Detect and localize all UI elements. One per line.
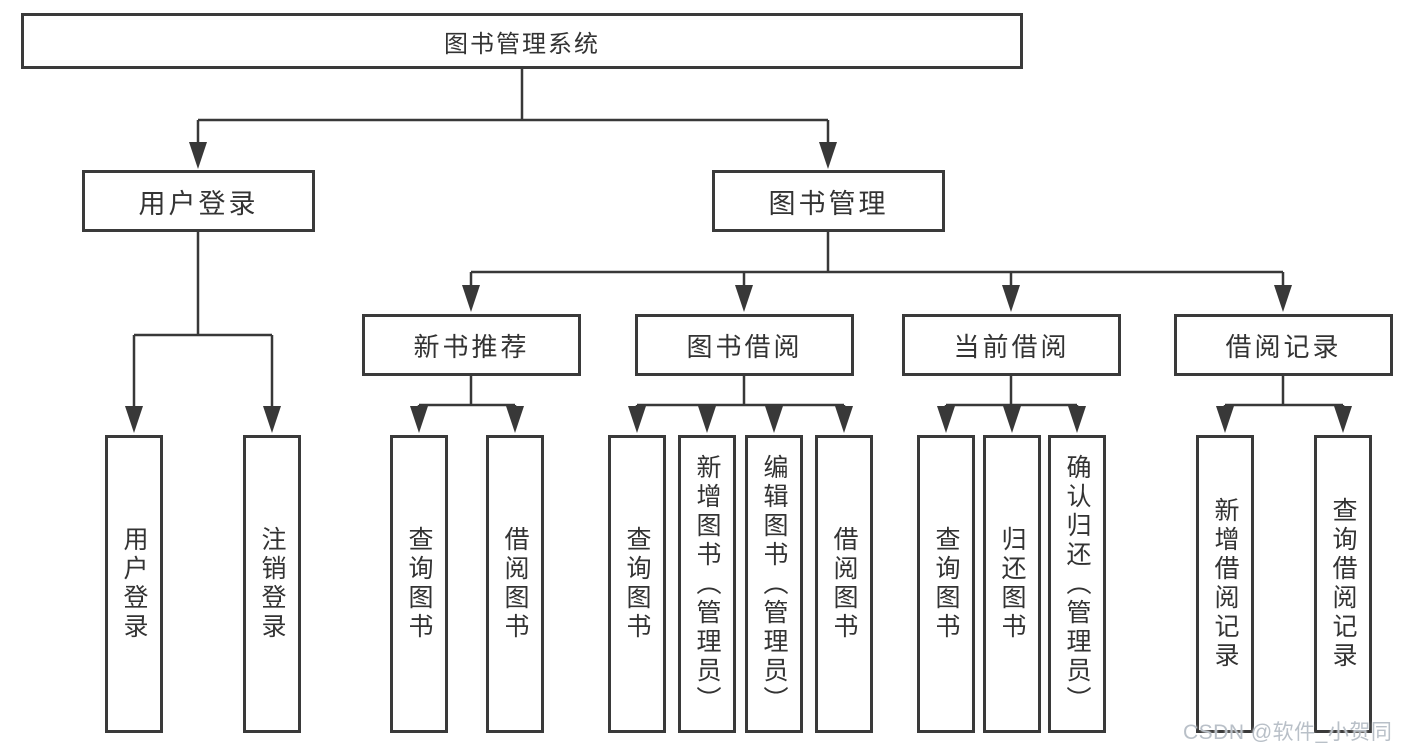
arrowhead (410, 406, 428, 433)
arrowhead (1002, 285, 1020, 312)
leaf-recommend-query-book: 查询图书 (390, 435, 448, 733)
leaf-recommend-borrow-book: 借阅图书 (486, 435, 544, 733)
leaf-query-borrow-record: 查询借阅记录 (1314, 435, 1372, 733)
node-new-book-recommend: 新书推荐 (362, 314, 581, 376)
node-book-borrowing: 图书借阅 (635, 314, 854, 376)
arrowhead (462, 285, 480, 312)
leaf-logout: 注销登录 (243, 435, 301, 733)
arrowhead (698, 406, 716, 433)
arrowhead (125, 406, 143, 433)
connector-login-children (132, 232, 274, 414)
arrowhead (506, 406, 524, 433)
leaf-edit-book-admin: 编辑图书（管理员） (745, 435, 803, 733)
leaf-borrow-book: 借阅图书 (815, 435, 873, 733)
arrowhead (1334, 406, 1352, 433)
leaf-borrow-query-book: 查询图书 (608, 435, 666, 733)
arrowhead (1216, 406, 1234, 433)
connector-root-to-level2 (196, 69, 830, 150)
leaf-current-query-book: 查询图书 (917, 435, 975, 733)
connector-mgmt-to-level3 (469, 232, 1285, 293)
node-current-borrowing: 当前借阅 (902, 314, 1121, 376)
node-root-system: 图书管理系统 (21, 13, 1023, 69)
arrowhead (765, 406, 783, 433)
leaf-user-login: 用户登录 (105, 435, 163, 733)
node-user-login: 用户登录 (82, 170, 315, 232)
arrowhead (835, 406, 853, 433)
leaf-add-borrow-record: 新增借阅记录 (1196, 435, 1254, 733)
csdn-watermark: CSDN @软件_小贺同学 (1183, 721, 1393, 744)
arrowhead (1068, 406, 1086, 433)
leaf-return-book: 归还图书 (983, 435, 1041, 733)
leaf-confirm-return-admin: 确认归还（管理员） (1048, 435, 1106, 733)
leaf-add-book-admin: 新增图书（管理员） (678, 435, 736, 733)
arrowhead (1274, 285, 1292, 312)
arrowhead (735, 285, 753, 312)
arrowhead (263, 406, 281, 433)
connector-records-children (1223, 376, 1345, 414)
connector-borrow-children (635, 376, 846, 414)
arrowhead (937, 406, 955, 433)
arrowhead (1003, 406, 1021, 433)
node-borrowing-records: 借阅记录 (1174, 314, 1393, 376)
connector-recommend-children (417, 376, 517, 414)
arrowhead (189, 142, 207, 169)
node-book-management: 图书管理 (712, 170, 945, 232)
arrowhead (819, 142, 837, 169)
arrowhead (628, 406, 646, 433)
